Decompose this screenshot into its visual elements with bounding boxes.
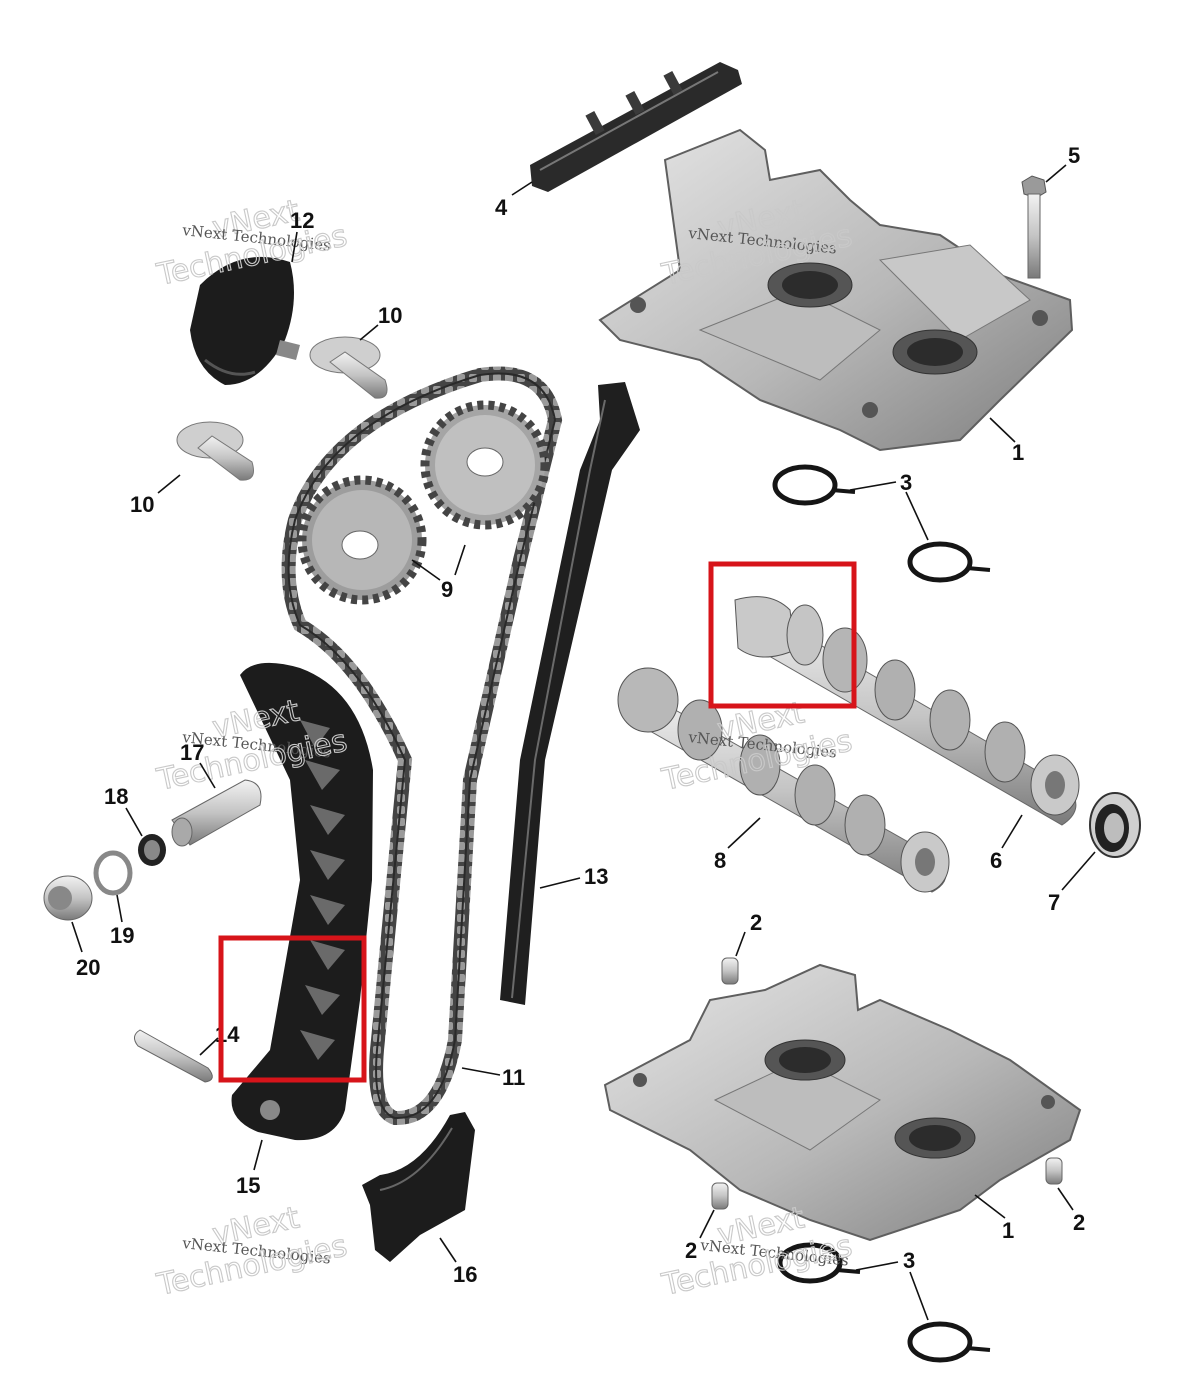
callout-12: 12	[290, 208, 314, 233]
part-17-tensioner-plunger	[171, 779, 262, 847]
callout-1-lower: 1	[1002, 1218, 1014, 1243]
callout-6: 6	[990, 848, 1002, 873]
part-9-sprockets	[297, 400, 550, 605]
leader-lines	[71, 164, 1096, 1321]
highlight-box-tensioner-rail	[218, 935, 367, 1083]
part-3-lower-o-rings	[777, 1242, 991, 1363]
part-11-timing-chain	[281, 366, 563, 1125]
highlight-boxes	[218, 561, 857, 1083]
callout-numbers: 1 1 2 2 2 3 3 4 5 6 7 8 9 10 10 11 12 13…	[76, 143, 1085, 1287]
callout-11: 11	[502, 1065, 525, 1090]
part-10-lower-bushing	[176, 421, 254, 481]
callout-15: 15	[236, 1173, 260, 1198]
callout-9: 9	[441, 577, 453, 602]
part-8-camshaft	[617, 667, 950, 893]
part-1-lower-camshaft-carrier	[603, 963, 1082, 1242]
callout-4: 4	[495, 195, 508, 220]
callout-19: 19	[110, 923, 134, 948]
callout-8: 8	[714, 848, 726, 873]
part-4-chain-guide	[530, 62, 742, 192]
part-1-upper-camshaft-carrier	[598, 128, 1074, 452]
part-5-bolt	[1021, 175, 1047, 279]
part-3-upper-o-rings	[772, 464, 991, 583]
callout-2-right: 2	[1073, 1210, 1085, 1235]
part-20-plug	[43, 875, 93, 921]
callout-10-upper: 10	[378, 303, 402, 328]
callout-7: 7	[1048, 890, 1060, 915]
part-18-spring	[138, 834, 166, 866]
callout-16: 16	[453, 1262, 477, 1287]
part-10-upper-bushing	[309, 336, 388, 399]
callout-18: 18	[104, 784, 128, 809]
callout-2-left: 2	[685, 1238, 697, 1263]
callout-13: 13	[584, 864, 608, 889]
callout-1-upper: 1	[1012, 440, 1024, 465]
part-2-dowel-pins	[711, 957, 1063, 1210]
part-14-pin	[134, 1029, 213, 1083]
callout-2-upper: 2	[750, 910, 762, 935]
part-16-lower-guide	[362, 1112, 475, 1262]
callout-3-upper: 3	[900, 470, 912, 495]
part-13-chain-guide-rail	[500, 382, 640, 1005]
callout-17: 17	[180, 740, 204, 765]
callout-5: 5	[1068, 143, 1080, 168]
watermark-bottom-left: vNext vNext Technologies Technologies	[153, 1200, 351, 1304]
part-12-cover	[190, 256, 300, 385]
part-7-seal	[1089, 792, 1141, 858]
part-19-washer	[93, 850, 133, 896]
highlight-box-camshaft	[708, 561, 857, 709]
callout-20: 20	[76, 955, 100, 980]
part-15-tensioner-rail	[231, 662, 373, 1141]
callout-3-lower: 3	[903, 1248, 915, 1273]
callout-10-lower: 10	[130, 492, 154, 517]
